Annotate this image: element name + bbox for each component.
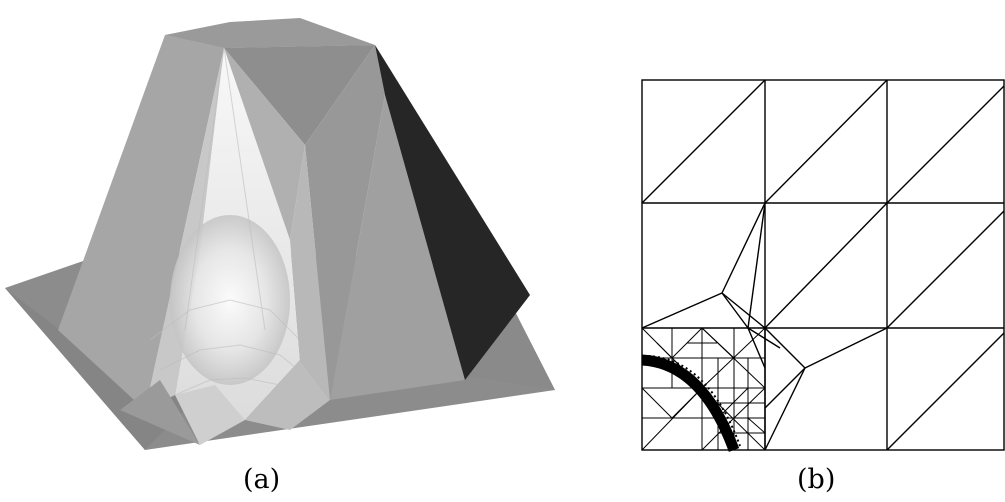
surface-plot [5,18,555,450]
surface-face-left [58,35,224,410]
surface-face-right-dark [375,45,530,380]
base-plane-right [460,292,555,390]
surface-face-notch-center [175,385,245,445]
surface-face-notch-right [245,360,330,430]
surface-face-peak-left [145,48,224,410]
mesh-interface-arc [641,354,740,452]
surface-face-top-cap [165,18,375,48]
panel-b-caption: (b) [797,464,836,495]
surface-face-middle-right [305,45,385,400]
mesh-coarse-grid [641,79,1005,451]
triangular-mesh [641,79,1005,452]
surface-face-peak-lowerright [290,145,330,400]
surface-face-middle [224,45,375,145]
surface-face-notch-left [120,380,200,445]
surface-face-peak-right [224,48,305,240]
surface-face-right-light [330,95,465,400]
mesh-interface-arc-inner [647,355,741,447]
panel-a-caption: (a) [243,464,281,495]
